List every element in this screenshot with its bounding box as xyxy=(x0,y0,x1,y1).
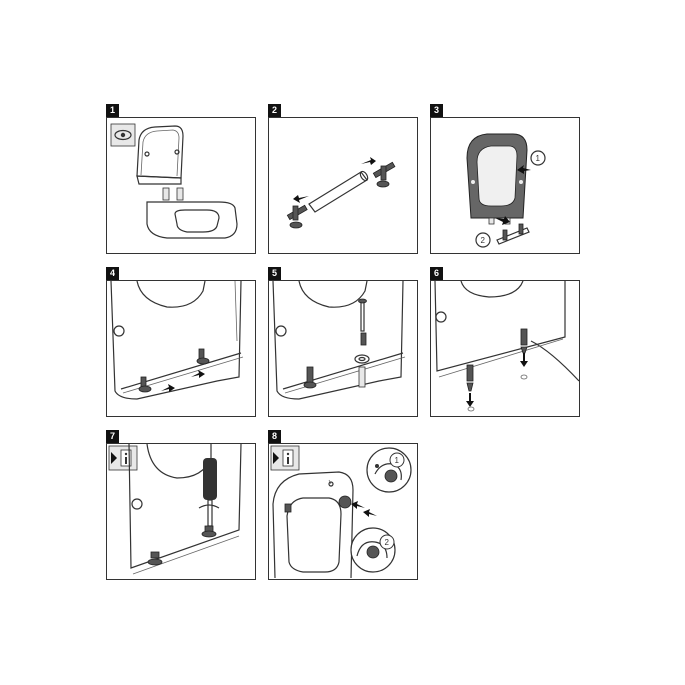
step-8-illustration: 1 2 xyxy=(270,445,412,579)
callout-1: 1 xyxy=(517,150,546,174)
step-1-illustration xyxy=(110,123,238,239)
callout-2-label: 2 xyxy=(385,538,390,547)
mount-hole xyxy=(467,406,475,412)
step-number-5: 5 xyxy=(268,267,281,280)
hinge-right xyxy=(372,161,396,188)
screwdriver-icon xyxy=(203,458,217,527)
step-number-6: 6 xyxy=(430,267,443,280)
callout-1-label: 1 xyxy=(395,456,400,465)
step-number-8: 8 xyxy=(268,430,281,443)
step-4-panel xyxy=(106,280,256,417)
callout-2-label: 2 xyxy=(481,236,486,245)
eye-icon xyxy=(110,123,136,147)
release-button xyxy=(338,495,377,517)
toilet-bowl-rim xyxy=(110,281,244,400)
arrow-right-icon xyxy=(191,370,205,378)
hinge-right xyxy=(196,348,210,365)
detail-callout-bottom: 2 xyxy=(350,527,396,573)
step-3-illustration: 1 2 xyxy=(466,133,546,248)
step-5-illustration xyxy=(272,281,406,400)
release-rod xyxy=(496,223,530,245)
rotate-arrow-icon xyxy=(198,504,220,509)
arrow-right-icon xyxy=(161,384,175,392)
info-icon xyxy=(270,445,300,471)
step-number-4: 4 xyxy=(106,267,119,280)
info-icon xyxy=(108,445,138,471)
mount-hole xyxy=(520,374,528,380)
step-7-panel xyxy=(106,443,256,580)
step-number-3: 3 xyxy=(430,104,443,117)
step-1-panel xyxy=(106,117,256,254)
detail-callout-top: 1 xyxy=(366,447,412,493)
hinge-left xyxy=(466,364,474,392)
callout-1-label: 1 xyxy=(536,154,541,163)
step-6-panel xyxy=(430,280,580,417)
screw xyxy=(358,298,367,332)
washer xyxy=(354,354,370,364)
step-2-panel xyxy=(268,117,418,254)
hinge-rod xyxy=(308,170,369,213)
arrow-right-icon xyxy=(361,157,376,165)
step-number-7: 7 xyxy=(106,430,119,443)
seat-underside xyxy=(466,133,528,225)
toilet-seat-ring xyxy=(146,187,238,239)
toilet-seat-lid xyxy=(136,125,184,185)
hinge-left xyxy=(147,551,163,566)
step-2-illustration xyxy=(286,157,396,229)
step-8-panel: 1 2 xyxy=(268,443,418,580)
step-6-illustration xyxy=(434,281,579,412)
toilet-bowl-rim xyxy=(272,281,406,400)
toilet-bowl-rim xyxy=(128,444,242,575)
step-4-illustration xyxy=(110,281,244,400)
seat-with-lid xyxy=(272,471,354,579)
arrow-down-icon xyxy=(520,353,528,367)
callout-2: 2 xyxy=(475,216,510,248)
arrow-left-icon xyxy=(293,195,309,203)
toilet-bowl-rim xyxy=(434,281,579,382)
step-number-1: 1 xyxy=(106,104,119,117)
hinge-left xyxy=(286,204,308,229)
hinge-left xyxy=(138,376,152,393)
step-7-illustration xyxy=(108,444,242,575)
step-5-panel xyxy=(268,280,418,417)
hinge-right xyxy=(201,525,217,538)
dowel xyxy=(358,366,366,388)
hinge-mounted xyxy=(303,332,367,389)
arrow-down-icon xyxy=(466,393,474,407)
step-3-panel: 1 2 xyxy=(430,117,580,254)
step-number-2: 2 xyxy=(268,104,281,117)
hinge-right xyxy=(520,328,528,354)
